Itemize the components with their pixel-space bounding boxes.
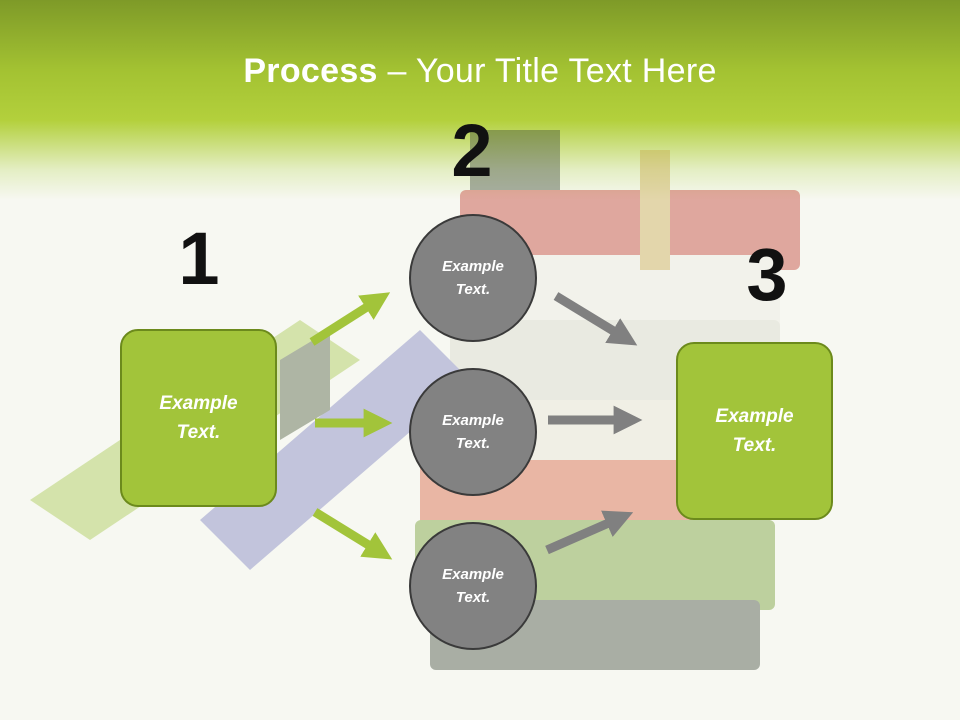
arrow-gray-down	[553, 292, 638, 346]
left-box-label: Example Text.	[159, 393, 238, 443]
slide-title: Process – Your Title Text Here	[0, 52, 960, 91]
circle-top-label: Example Text.	[442, 258, 504, 298]
title-bold: Process	[243, 52, 378, 90]
circle-middle-label: Example Text.	[442, 412, 504, 452]
circle-bottom-label: Example Text.	[442, 566, 504, 606]
title-rest: – Your Title Text Here	[377, 52, 717, 90]
step-number-2: 2	[451, 109, 493, 192]
step-number-1: 1	[178, 217, 220, 300]
circle-middle: Example Text.	[409, 368, 537, 496]
arrow-gray-up	[545, 510, 634, 555]
left-text-box: Example Text.	[120, 329, 277, 507]
header-band	[0, 0, 960, 200]
step-number-3: 3	[746, 233, 788, 316]
circle-top: Example Text.	[409, 214, 537, 342]
arrow-green-down	[312, 508, 393, 560]
arrow-green-up	[309, 292, 391, 346]
right-box-label: Example Text.	[715, 406, 794, 456]
right-text-box: Example Text.	[676, 342, 833, 520]
circle-bottom: Example Text.	[409, 522, 537, 650]
